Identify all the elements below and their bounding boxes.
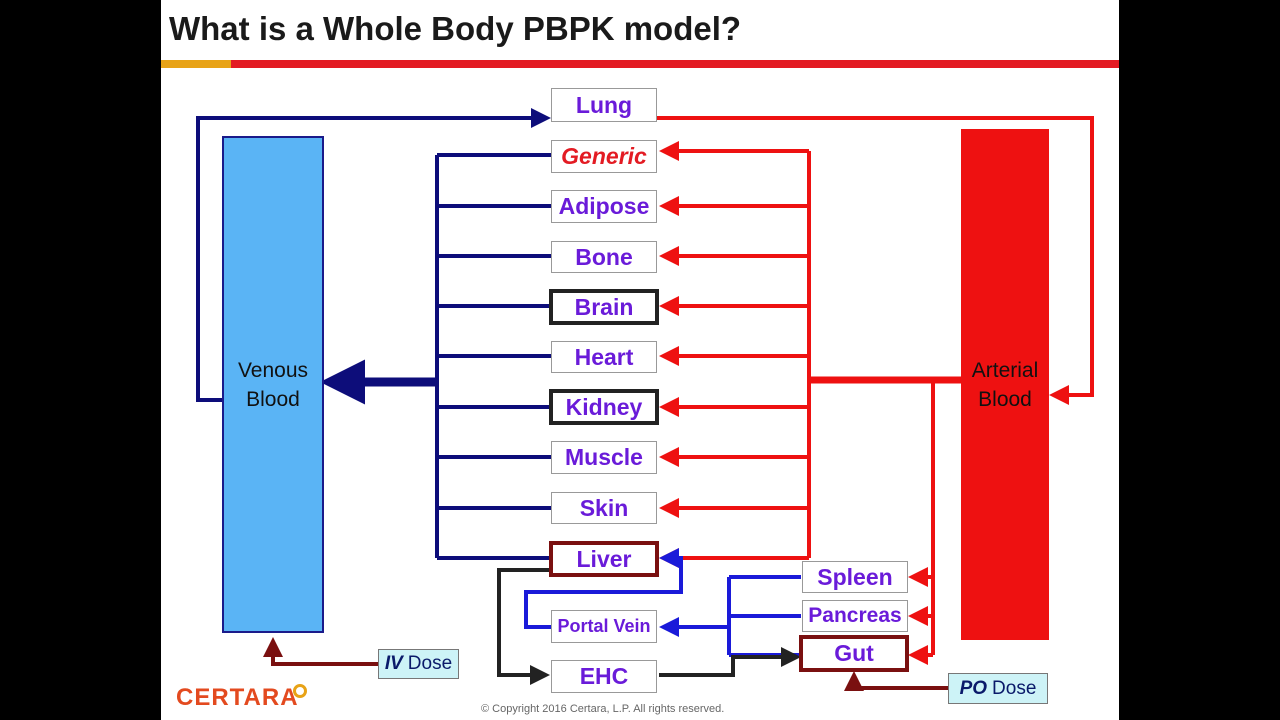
adipose-box: Adipose bbox=[551, 190, 657, 223]
brain-box: Brain bbox=[549, 289, 659, 325]
liver-box: Liver bbox=[549, 541, 659, 577]
page-title: What is a Whole Body PBPK model? bbox=[169, 10, 742, 47]
pancreas-box: Pancreas bbox=[802, 600, 908, 632]
po-route: PO bbox=[959, 677, 988, 699]
spleen-box: Spleen bbox=[802, 561, 908, 593]
dose-flows bbox=[263, 637, 948, 691]
ehc-flows bbox=[497, 568, 801, 685]
generic-box: Generic bbox=[551, 140, 657, 173]
heart-box: Heart bbox=[551, 341, 657, 373]
title-underline bbox=[161, 60, 1119, 68]
portal-vein-box: Portal Vein bbox=[551, 610, 657, 643]
copyright-text: © Copyright 2016 Certara, L.P. All right… bbox=[481, 703, 725, 715]
venous-return-flows bbox=[435, 153, 551, 560]
lung-box: Lung bbox=[551, 88, 657, 122]
arterial-label-line2: Blood bbox=[978, 387, 1032, 411]
logo-ring-icon bbox=[293, 684, 307, 698]
venous-label-line1: Venous bbox=[237, 358, 309, 382]
arterial-label-line1: Arterial bbox=[971, 358, 1039, 382]
iv-dose-text: Dose bbox=[407, 653, 453, 674]
flow-diagram bbox=[196, 108, 1094, 691]
gut-box: Gut bbox=[799, 635, 909, 672]
iv-route: IV bbox=[384, 653, 403, 674]
venous-to-lung-flow bbox=[196, 108, 551, 402]
venous-label-line2: Blood bbox=[246, 387, 300, 411]
kidney-box: Kidney bbox=[549, 389, 659, 425]
arterial-supply-flows bbox=[659, 141, 961, 665]
lung-to-arterial-flow bbox=[657, 116, 1094, 405]
po-dose-text: Dose bbox=[992, 677, 1037, 699]
muscle-box: Muscle bbox=[551, 441, 657, 474]
ehc-box: EHC bbox=[551, 660, 657, 693]
skin-box: Skin bbox=[551, 492, 657, 524]
slide: What is a Whole Body PBPK model? bbox=[161, 0, 1119, 720]
certara-logo: CERTARA bbox=[176, 684, 299, 711]
bone-box: Bone bbox=[551, 241, 657, 273]
